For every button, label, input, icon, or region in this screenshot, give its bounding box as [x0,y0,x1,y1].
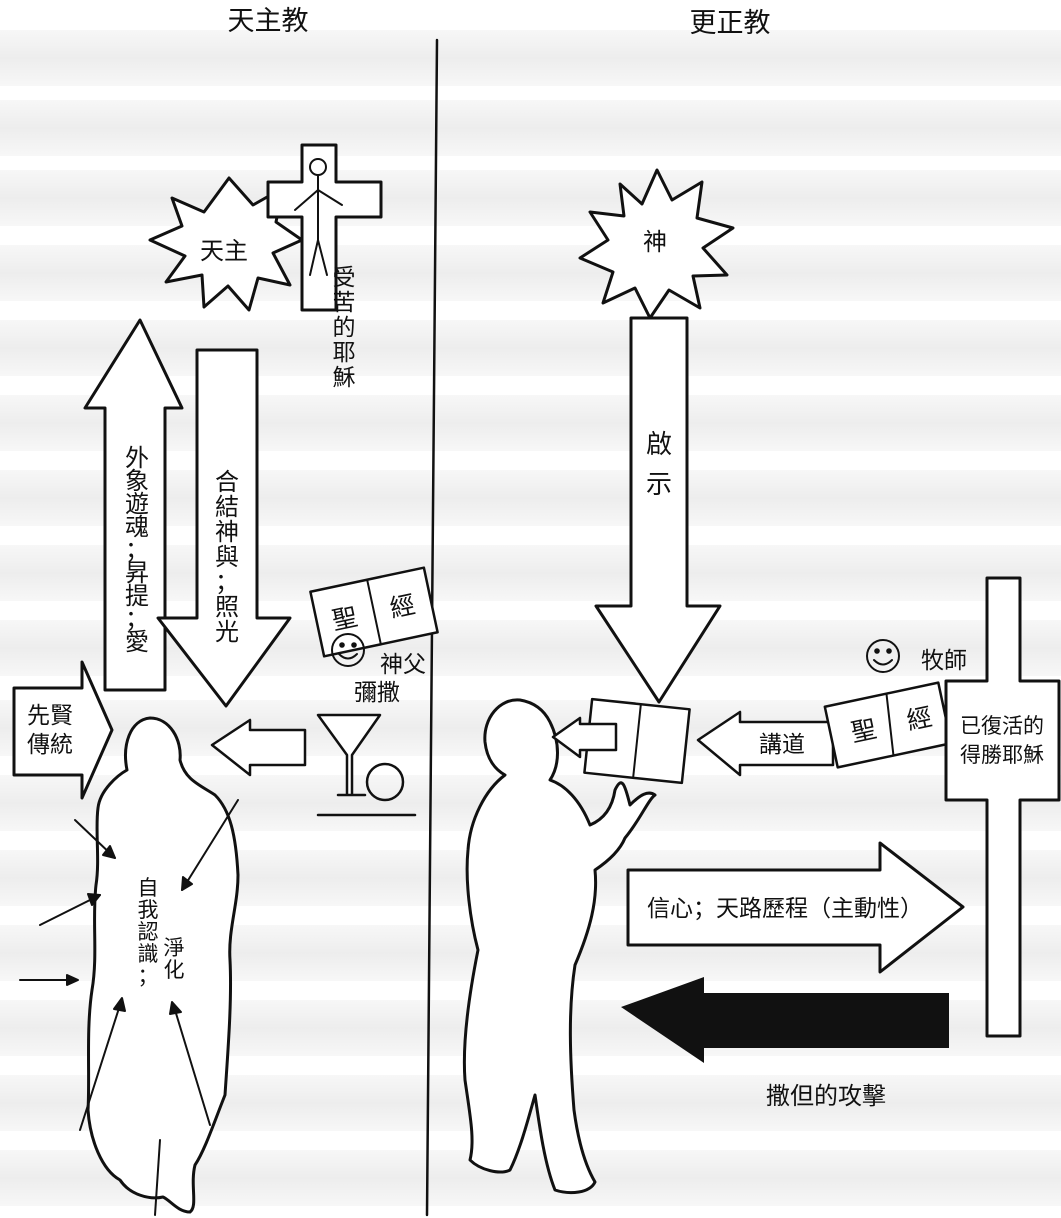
svg-text:神: 神 [215,518,239,546]
svg-text:；: ； [215,568,239,596]
suffering-jesus-label: 受 苦 的 耶 穌 [333,265,356,391]
svg-text:受: 受 [333,265,356,291]
satan-attack-arrow [621,977,949,1063]
svg-text:外: 外 [125,444,149,472]
revelation-arrow [596,318,720,702]
svg-text:光: 光 [215,618,239,646]
svg-text:識: 識 [138,942,159,966]
revelation-label-2: 示 [646,470,672,500]
risen-jesus-label-2: 得勝耶穌 [960,743,1044,767]
heading-protestant: 更正教 [690,8,771,39]
satan-attack-label: 撒但的攻擊 [766,1082,886,1110]
svg-text:的: 的 [333,315,356,341]
mass-arrow [212,720,305,775]
purification-label: 淨 化 [164,936,185,982]
illumination-arrow-label: 光 照 ； 與 神 結 合 [215,468,239,646]
self-knowledge-label: 自 我 認 識 ； [138,876,159,988]
god-label-protestant: 神 [643,228,667,256]
svg-text:結: 結 [215,493,239,521]
priest-label: 神父 [380,652,426,678]
heading-catholic: 天主教 [228,6,309,37]
svg-text:苦: 苦 [333,290,356,316]
tradition-arrow [14,662,112,798]
tradition-label-1: 先賢 [27,703,73,729]
chalice-icon [318,715,380,795]
pastor-label: 牧師 [921,648,967,674]
svg-text:化: 化 [164,958,185,982]
host-icon [367,764,403,800]
pastor-bible: 聖 經 [825,683,951,768]
revelation-label-1: 啟 [646,430,672,460]
svg-text:認: 認 [138,920,159,944]
svg-text:耶: 耶 [333,340,356,366]
svg-text:自: 自 [138,876,159,900]
tradition-label-2: 傳統 [27,732,73,758]
pastor-smiley-icon [867,640,899,672]
svg-text:我: 我 [138,898,159,922]
svg-text:淨: 淨 [164,936,185,960]
ascent-arrow-label: 愛 ； 提 昇 ； 魂 遊 象 外 [125,444,149,656]
svg-text:與: 與 [215,543,239,571]
mass-label: 彌撒 [354,680,400,706]
svg-text:照: 照 [215,593,239,621]
risen-jesus-label-1: 已復活的 [960,714,1044,738]
catholic-bible: 聖 經 [310,568,437,657]
svg-text:；: ； [138,964,159,988]
sermon-label: 講道 [759,732,805,758]
faith-label: 信心；天路歷程（主動性） [647,896,923,922]
svg-text:穌: 穌 [333,365,356,391]
god-label: 天主 [200,237,248,265]
svg-text:合: 合 [215,468,239,496]
bible-insight-arrow [553,718,616,757]
risen-jesus-cross [946,578,1059,1036]
